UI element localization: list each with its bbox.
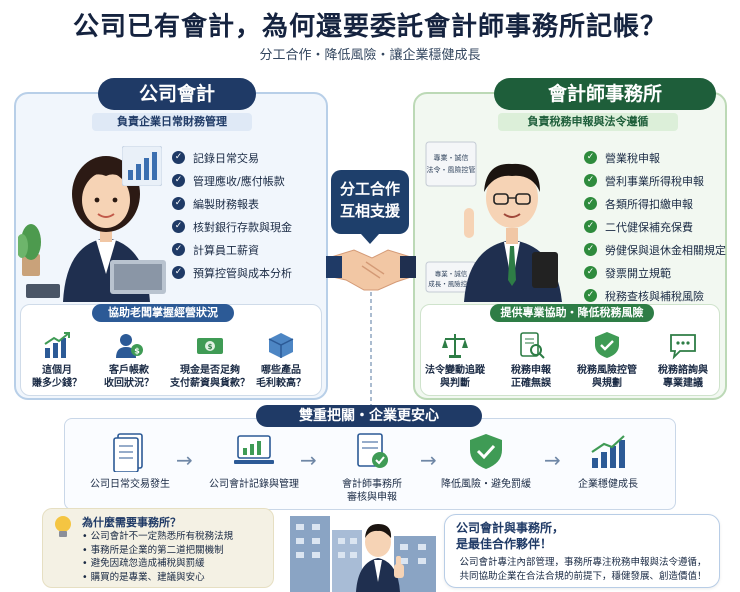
feature-tax-filing: 稅務申報 正確無誤 xyxy=(494,330,568,390)
svg-text:$: $ xyxy=(134,347,140,356)
list-item: 事務所是企業的第二道把關機制 xyxy=(82,544,233,558)
wall-chart-icon xyxy=(122,146,162,186)
company-accountant-tasks: ✓記錄日常交易 ✓管理應收/應付帳款 ✓編製財務報表 ✓核對銀行存款與現金 ✓計… xyxy=(172,146,292,284)
accounting-firm-tasks: ✓營業稅申報 ✓營利事業所得稅申報 ✓各類所得扣繳申報 ✓二代健保補充保費 ✓勞… xyxy=(584,146,726,307)
feature-tax-consulting: 稅務諮詢與 專業建議 xyxy=(646,330,720,390)
check-icon: ✓ xyxy=(172,151,185,164)
check-icon: ✓ xyxy=(172,243,185,256)
svg-text:$: $ xyxy=(208,343,213,351)
feature-monthly-profit: 這個月 賺多少錢？ xyxy=(20,330,94,390)
svg-text:專業・誠信: 專業・誠信 xyxy=(435,269,468,278)
task-item: ✓稅務查核與補稅風險 xyxy=(584,284,726,307)
why-firm-list: 公司會計不一定熟悉所有稅務法規 事務所是企業的第二道把關機制 避免因疏忽造成補稅… xyxy=(82,530,234,585)
tax-doc-icon xyxy=(520,332,545,359)
check-icon: ✓ xyxy=(584,174,597,187)
arrow-right-icon: → xyxy=(420,448,437,472)
partner-bubble xyxy=(444,514,720,588)
task-item: ✓營業稅申報 xyxy=(584,146,726,169)
box-icon xyxy=(268,333,294,358)
step-transaction: 公司日常交易發生 xyxy=(70,432,190,491)
bar-growth-icon xyxy=(44,332,70,358)
feature-risk-control: 稅務風險控管 與規劃 xyxy=(570,330,644,390)
task-item: ✓預算控管與成本分析 xyxy=(172,261,292,284)
document-icon xyxy=(113,433,143,472)
feature-law-tracking: 法令變動追蹤 與判斷 xyxy=(418,330,492,390)
connector-line xyxy=(370,292,372,408)
cooperation-bubble: 分工合作 互相支援 xyxy=(331,170,409,244)
why-firm-title: 為什麼需要事務所？ xyxy=(82,516,181,529)
feature-cash-sufficiency: $ 現金是否足夠 支付薪資與貨款？ xyxy=(168,330,252,390)
arrow-right-icon: → xyxy=(176,448,193,472)
task-item: ✓勞健保與退休金相關規定 xyxy=(584,238,726,261)
task-item: ✓營利事業所得稅申報 xyxy=(584,169,726,192)
step-review: 會計師事務所 審核與申報 xyxy=(312,432,432,504)
step-growth: 企業穩健成長 xyxy=(548,432,668,491)
step-record: 公司會計記錄與管理 xyxy=(194,432,314,491)
female-accountant-illustration xyxy=(18,156,166,302)
chat-icon xyxy=(670,334,696,360)
list-item: 避免因疏忽造成補稅與罰緩 xyxy=(82,557,233,571)
check-icon: ✓ xyxy=(584,289,597,302)
task-item: ✓記錄日常交易 xyxy=(172,146,292,169)
cash-icon: $ xyxy=(197,338,223,354)
task-item: ✓二代健保補充保費 xyxy=(584,215,726,238)
review-check-icon xyxy=(357,433,388,468)
feature-receivables: $ 客戶帳款 收回狀況？ xyxy=(92,330,166,390)
client-money-icon: $ xyxy=(116,334,143,358)
shield-check-icon xyxy=(595,332,619,358)
svg-text:專業・誠信: 專業・誠信 xyxy=(434,153,469,162)
shield-icon xyxy=(470,434,502,469)
accounting-firm-title: 會計師事務所 xyxy=(494,78,716,110)
arrow-right-icon: → xyxy=(300,448,317,472)
svg-text:法令・風險控管: 法令・風險控管 xyxy=(427,165,476,174)
check-icon: ✓ xyxy=(584,220,597,233)
arrow-right-icon: → xyxy=(544,448,561,472)
company-support-label: 協助老闆掌握經營狀況 xyxy=(92,304,234,322)
check-icon: ✓ xyxy=(172,266,185,279)
handshake-icon xyxy=(326,249,416,291)
partner-body: 公司會計專注內部管理，事務所專注稅務申報與法令遵循， 共同協助企業在合法合規的前… xyxy=(459,557,707,582)
growth-icon xyxy=(591,435,625,468)
workflow-title: 雙重把關・企業更安心 xyxy=(256,405,482,427)
svg-text:成長・風險控管: 成長・風險控管 xyxy=(428,279,474,288)
check-icon: ✓ xyxy=(584,243,597,256)
task-item: ✓各類所得扣繳申報 xyxy=(584,192,726,215)
male-accountant-illustration: 專業・誠信 法令・風險控管 專業・誠信 成長・風險控管 xyxy=(425,141,562,302)
partner-title: 公司會計與事務所， 是最佳合作夥伴！ xyxy=(456,521,565,551)
page-title: 公司已有會計，為何還要委託會計師事務所記帳？ xyxy=(72,12,667,42)
check-icon: ✓ xyxy=(172,174,185,187)
page-subtitle: 分工合作・降低風險・讓企業穩健成長 xyxy=(259,48,481,63)
company-accountant-role: 負責企業日常財務管理 xyxy=(92,113,252,131)
task-item: ✓管理應收/應付帳款 xyxy=(172,169,292,192)
accounting-firm-role: 負責稅務申報與法令遵循 xyxy=(498,113,678,131)
firm-support-label: 提供專業協助・降低稅務風險 xyxy=(490,304,654,322)
list-item: 購買的是專業、建議與安心 xyxy=(82,571,233,585)
office-buildings-illustration xyxy=(290,516,436,592)
check-icon: ✓ xyxy=(172,220,185,233)
check-icon: ✓ xyxy=(584,151,597,164)
list-item: 公司會計不一定熟悉所有稅務法規 xyxy=(82,530,234,544)
scale-icon xyxy=(442,334,468,358)
check-icon: ✓ xyxy=(584,197,597,210)
check-icon: ✓ xyxy=(172,197,185,210)
task-item: ✓發票開立規範 xyxy=(584,261,726,284)
step-reduce-risk: 降低風險・避免罰緩 xyxy=(426,432,546,491)
task-item: ✓編製財務報表 xyxy=(172,192,292,215)
laptop-chart-icon xyxy=(234,435,274,464)
task-item: ✓核對銀行存款與現金 xyxy=(172,215,292,238)
company-accountant-title: 公司會計 xyxy=(98,78,256,110)
task-item: ✓計算員工薪資 xyxy=(172,238,292,261)
check-icon: ✓ xyxy=(584,266,597,279)
lightbulb-icon xyxy=(55,516,71,537)
feature-product-margin: 哪些產品 毛利較高？ xyxy=(244,330,318,390)
